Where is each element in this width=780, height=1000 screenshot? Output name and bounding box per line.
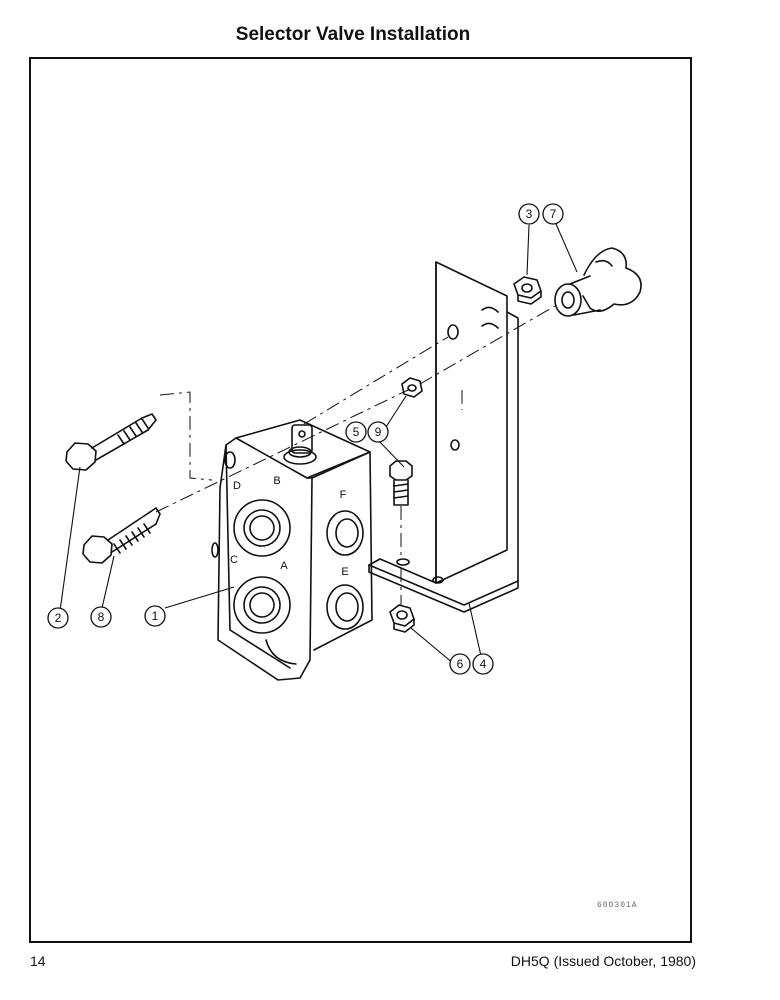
callout-5-label: 5 [353,425,360,439]
port-label-a: A [280,560,288,572]
port-label-f: F [340,489,347,501]
figure-frame [29,57,692,943]
callout-9: 9 [367,421,389,443]
callout-8-label: 8 [98,610,105,624]
lock-nut [401,377,423,398]
page-title: Selector Valve Installation [235,24,471,45]
callout-7-label: 7 [550,207,557,221]
callout-2-label: 2 [55,611,62,625]
callout-4: 4 [472,653,494,675]
long-bolt [65,413,157,471]
port-label-e: E [341,566,348,578]
callout-5: 5 [345,421,367,443]
callouts: 3 7 5 9 2 8 1 6 [47,203,564,675]
callout-2: 2 [47,607,69,629]
selector-handle [554,247,642,317]
assembly-lines [155,305,556,605]
port-label-c: C [230,554,238,566]
mounting-bracket [368,261,519,613]
port-labels: D B F C A E [230,475,349,578]
callout-7: 7 [542,203,564,225]
port-label-b: B [273,475,280,487]
leader-lines [59,223,578,665]
callout-6: 6 [449,653,471,675]
callout-9-label: 9 [375,425,382,439]
bolt-small [389,460,413,506]
callout-3-label: 3 [526,207,533,221]
document-reference: DH5Q (Issued October, 1980) [510,953,696,969]
callout-1: 1 [144,605,166,627]
callout-1-label: 1 [152,609,159,623]
port-label-d: D [233,480,241,492]
callout-8: 8 [90,606,112,628]
callout-3: 3 [518,203,540,225]
selector-valve-body [211,419,373,681]
threaded-bolt [82,507,161,564]
callout-6-label: 6 [457,657,464,671]
callout-4-label: 4 [480,657,487,671]
nut-upper [513,276,542,305]
nut-lower [389,604,415,633]
page-number: 14 [30,953,46,969]
figure-code: 600301A [597,901,638,910]
